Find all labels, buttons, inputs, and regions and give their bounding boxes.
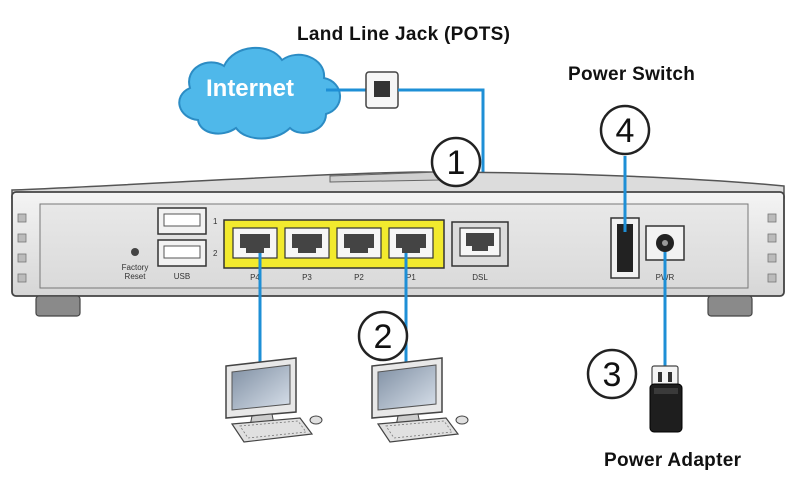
land-line-jack-label: Land Line Jack (POTS): [297, 24, 511, 45]
callout-1: 1: [430, 136, 482, 188]
lan-port-p4: [232, 227, 278, 259]
factory-reset-label-2: Reset: [125, 272, 147, 281]
dsl-label: DSL: [472, 273, 488, 282]
computer-icon: [371, 357, 469, 443]
lan-port-block: P4 P3 P2 P1: [223, 219, 445, 282]
lan-port-p3: [284, 227, 330, 259]
dsl-port: DSL: [451, 221, 509, 282]
usb-port-2-label: 2: [213, 249, 218, 258]
usb-port-1-label: 1: [213, 217, 218, 226]
factory-reset-button: Factory Reset: [122, 248, 149, 281]
callout-3: 3: [586, 348, 638, 400]
computer-icon: [225, 357, 323, 443]
lan-port-p1: [388, 227, 434, 259]
usb-label: USB: [174, 272, 190, 281]
factory-reset-label-1: Factory: [122, 263, 149, 272]
power-adapter-label: Power Adapter: [604, 450, 742, 471]
callout-4-number: 4: [616, 112, 635, 150]
wall-jack-icon: [365, 71, 399, 109]
callout-4: 4: [599, 104, 651, 156]
callout-1-number: 1: [447, 144, 466, 182]
lan-p4-label: P4: [250, 273, 260, 282]
internet-label: Internet: [206, 75, 294, 102]
power-switch-label: Power Switch: [568, 64, 696, 85]
power-adapter-icon: [649, 365, 683, 433]
lan-p1-label: P1: [406, 273, 416, 282]
callout-2: 2: [357, 310, 409, 362]
usb-ports: 1 2 USB: [157, 207, 218, 281]
callout-3-number: 3: [603, 356, 622, 394]
lan-port-p2: [336, 227, 382, 259]
internet-cloud: Internet: [178, 47, 341, 140]
lan-p2-label: P2: [354, 273, 364, 282]
callout-2-number: 2: [374, 318, 393, 356]
lan-p3-label: P3: [302, 273, 312, 282]
